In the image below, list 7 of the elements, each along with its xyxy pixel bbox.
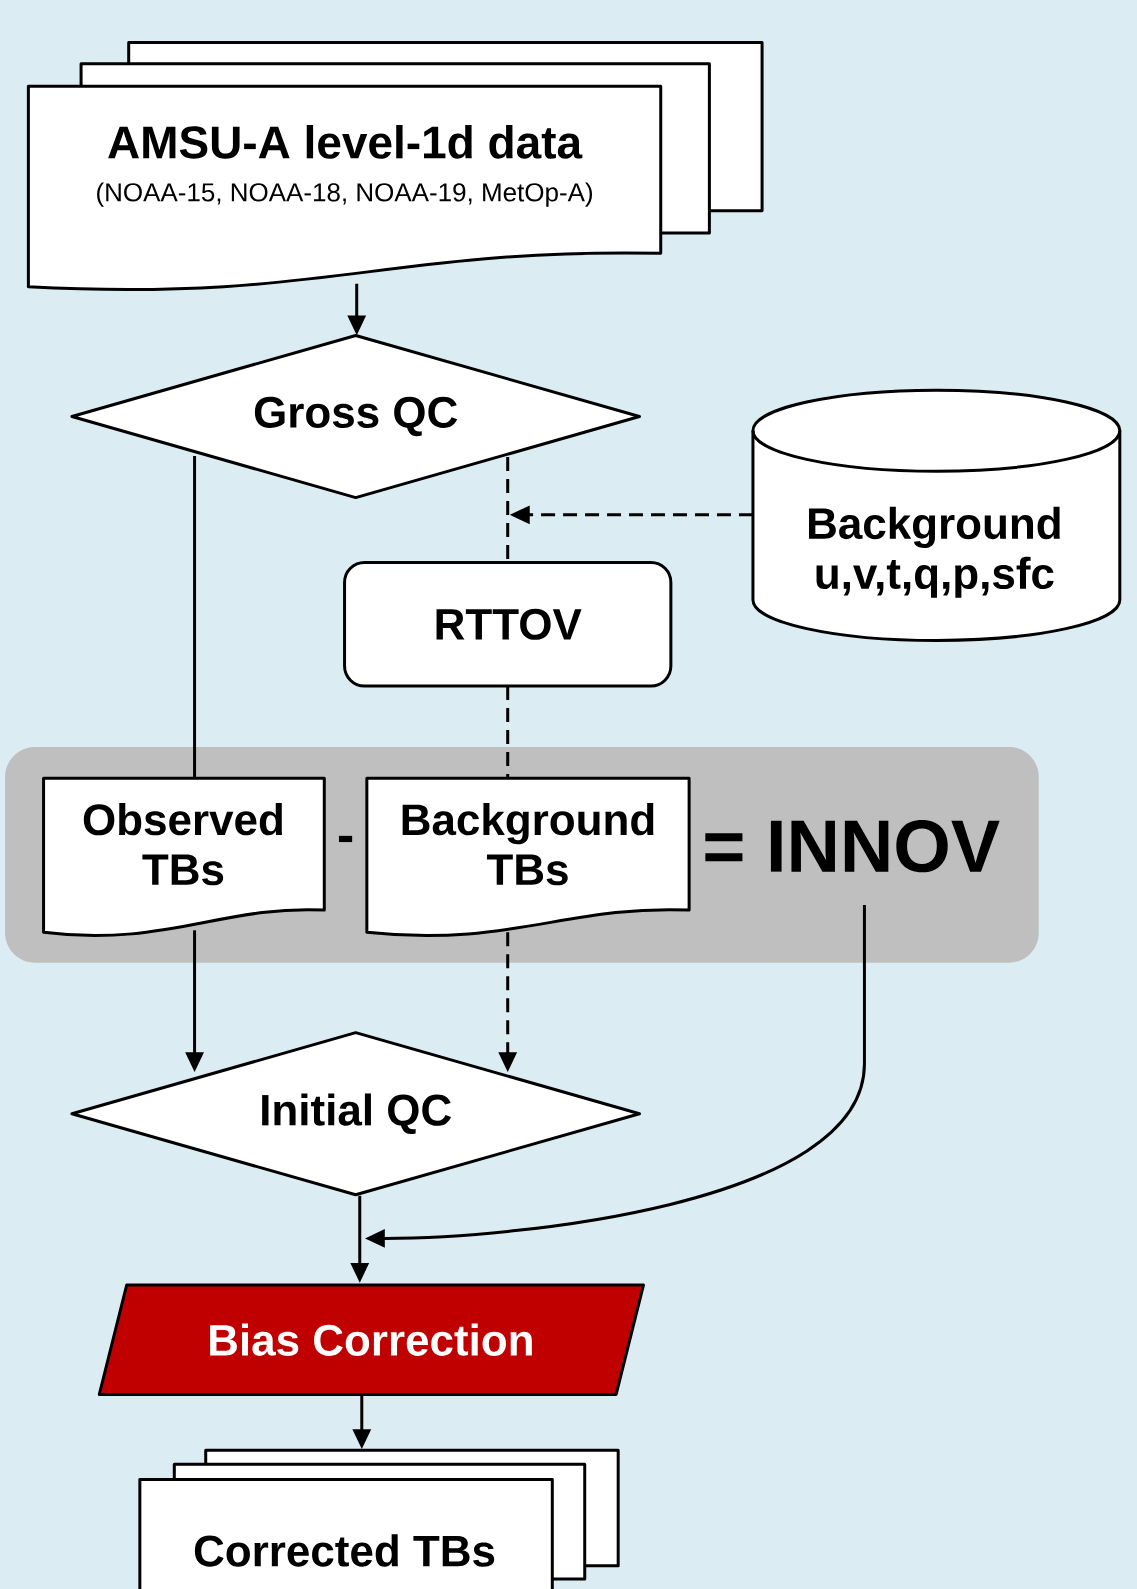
connector-line <box>193 456 197 779</box>
process-box: RTTOV <box>343 560 673 688</box>
database-cylinder: Background u,v,t,q,p,sfc <box>751 388 1122 642</box>
doc-stack: AMSU-A level-1d data (NOAA-15, NOAA-18, NOAA-19, MetOp-A) <box>26 41 764 291</box>
process-parallelogram: Bias Correction <box>97 1283 645 1396</box>
connector-line <box>506 686 510 779</box>
doc-stack: Corrected TBs <box>138 1448 620 1589</box>
